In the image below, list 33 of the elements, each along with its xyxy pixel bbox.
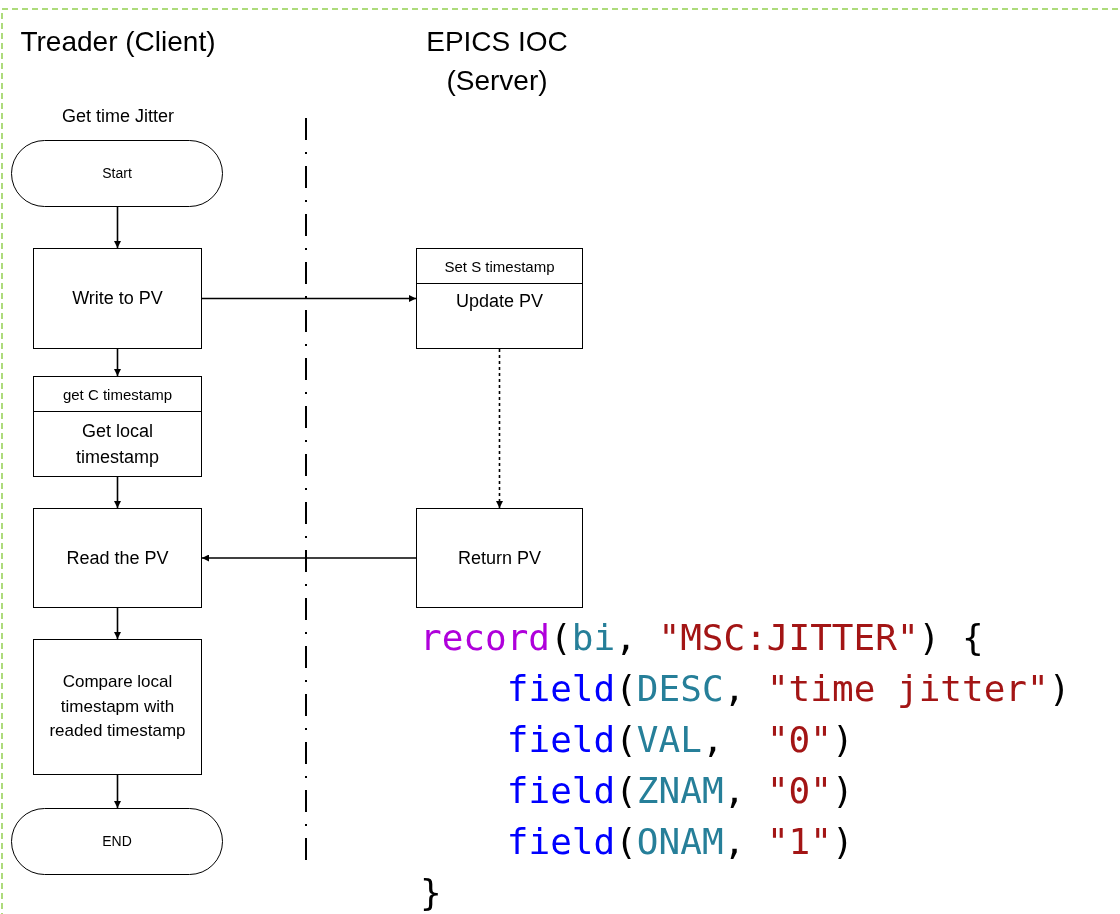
process-box <box>416 508 583 608</box>
process-box <box>33 248 202 349</box>
node-label: Get local timestamp <box>75 419 160 469</box>
node-label: END <box>102 832 132 852</box>
process-box <box>33 508 202 608</box>
arrow <box>114 607 121 640</box>
node-label: Read the PV <box>66 546 169 570</box>
arrow <box>114 476 121 509</box>
lane-title: Treader (Client) <box>19 25 217 59</box>
lane-title: EPICS IOC (Server) <box>425 25 569 99</box>
arrow <box>201 554 417 562</box>
box-header: get C timestamp <box>34 377 201 412</box>
arrow <box>496 348 503 509</box>
arrow <box>114 206 121 249</box>
process-box <box>33 376 202 477</box>
code-line: field(ZNAM, "0") <box>506 769 854 813</box>
arrow <box>114 774 121 809</box>
node-label: Compare local timestapm with readed timestamp <box>48 671 187 743</box>
arrow <box>114 348 121 377</box>
code-line: } <box>420 871 442 914</box>
code-line: field(VAL, "0") <box>506 718 854 762</box>
code-line: field(ONAM, "1") <box>506 820 854 864</box>
process-box <box>33 639 202 775</box>
arrow <box>201 295 417 302</box>
node-label: Return PV <box>457 546 541 570</box>
process-box <box>416 248 583 349</box>
code-line: record(bi, "MSC:JITTER") { <box>420 616 984 660</box>
node-label: Write to PV <box>72 287 163 311</box>
flow-title: Get time Jitter <box>61 105 175 128</box>
code-line: field(DESC, "time jitter") <box>506 667 1071 711</box>
node-label: Update PV <box>455 290 544 313</box>
box-header: Set S timestamp <box>417 249 582 284</box>
node-label: Start <box>102 164 132 184</box>
